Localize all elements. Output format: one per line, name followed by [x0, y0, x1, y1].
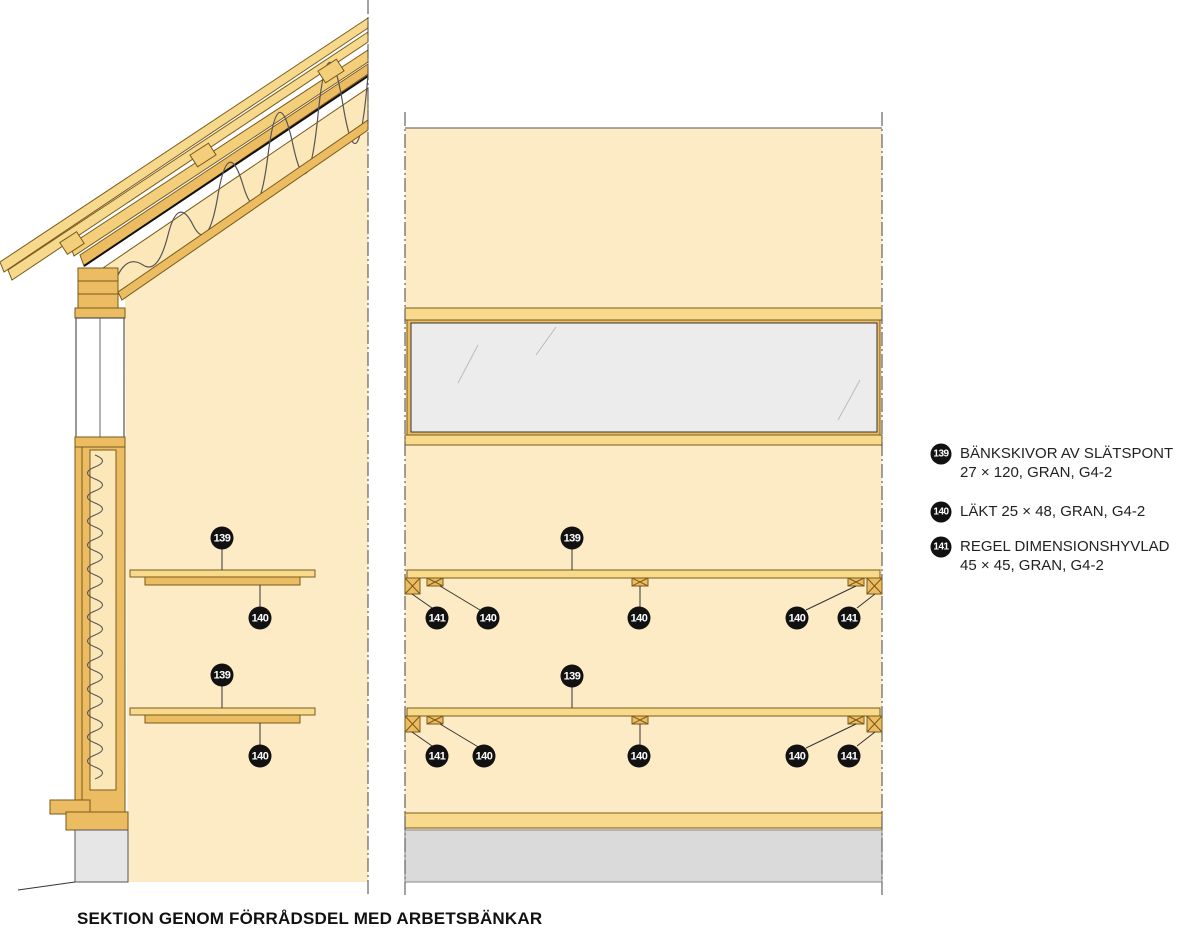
lakt-140-cross	[631, 715, 649, 725]
tag-139: 139	[560, 664, 584, 688]
floor-beam	[404, 812, 883, 829]
legend-tag: 141	[930, 536, 952, 558]
tag-140: 140	[627, 744, 651, 768]
left-section	[0, 0, 369, 895]
tag-140: 140	[248, 606, 272, 630]
right-section	[404, 112, 883, 895]
legend-text: BÄNKSKIVOR AV SLÄTSPONT	[960, 445, 1174, 462]
leader-line	[411, 731, 433, 747]
leader-line	[805, 723, 857, 749]
legend-text: REGEL DIMENSIONSHYVLAD	[960, 538, 1170, 555]
legend-tag: 140	[930, 501, 952, 523]
legend-text: 45 × 45, GRAN, G4-2	[960, 557, 1104, 574]
tag-140: 140	[476, 606, 500, 630]
right-bench-bottom	[404, 687, 883, 749]
lakt-140-cross	[847, 715, 865, 725]
tag-140: 140	[785, 606, 809, 630]
window-sill	[404, 434, 883, 446]
tag-141: 141	[837, 606, 861, 630]
tag-140: 140	[785, 744, 809, 768]
legend-tag: 139	[930, 443, 952, 465]
regel-141-cross	[404, 715, 421, 733]
leader-line	[805, 585, 857, 611]
legend-item-140: 140 LÄKT 25 × 48, GRAN, G4-2	[930, 501, 1200, 523]
tag-139: 139	[210, 663, 234, 687]
tag-141: 141	[425, 744, 449, 768]
leader-line	[856, 731, 876, 747]
leader-line	[439, 723, 481, 749]
regel-141-cross	[866, 715, 883, 733]
interior-wall	[125, 128, 368, 882]
tag-140: 140	[248, 744, 272, 768]
tag-141: 141	[837, 744, 861, 768]
top-plate	[77, 267, 119, 309]
header-beam	[404, 307, 883, 321]
bench-board	[406, 707, 881, 717]
lakt-140-cross	[426, 715, 444, 725]
regel-141-cross	[866, 577, 883, 595]
tag-140: 140	[627, 606, 651, 630]
bench-board	[406, 569, 881, 579]
legend-item-141: 141 REGEL DIMENSIONSHYVLAD 45 × 45, GRAN…	[930, 536, 1200, 575]
tag-140: 140	[472, 744, 496, 768]
tag-139: 139	[560, 526, 584, 550]
lakt-140-cross	[426, 577, 444, 587]
left-bench-bottom	[129, 686, 316, 745]
legend-text: 27 × 120, GRAN, G4-2	[960, 464, 1113, 481]
leader-line	[856, 593, 876, 609]
tag-139: 139	[210, 526, 234, 550]
leader-line	[411, 593, 433, 609]
tag-141: 141	[425, 606, 449, 630]
foundation	[74, 829, 129, 883]
window-glass	[410, 322, 878, 433]
left-bench-top	[129, 549, 316, 607]
regel-141-cross	[404, 577, 421, 595]
legend-text: LÄKT 25 × 48, GRAN, G4-2	[960, 503, 1146, 520]
lakt-140-cross	[631, 577, 649, 587]
right-bench-top	[404, 549, 883, 611]
elevation-wall	[405, 128, 882, 882]
drawing-title: SEKTION GENOM FÖRRÅDSDEL MED ARBETSBÄNKA…	[77, 909, 543, 928]
leader-line	[439, 585, 481, 611]
lakt-140-cross	[847, 577, 865, 587]
legend-item-139: 139 BÄNKSKIVOR AV SLÄTSPONT 27 × 120, GR…	[930, 443, 1200, 482]
floor-slab	[404, 829, 883, 883]
